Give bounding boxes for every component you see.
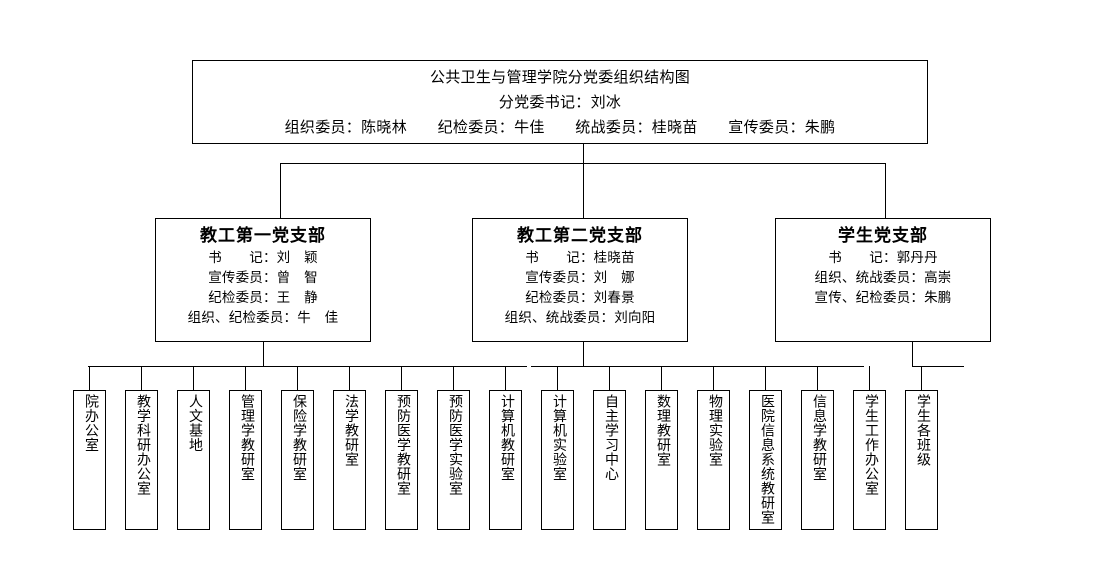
leaf-node-9-label: 计算机实验室 bbox=[551, 394, 567, 481]
branch-1-line-0: 书 记：桂晓苗 bbox=[525, 250, 635, 266]
connector-leaf-13 bbox=[765, 366, 766, 390]
leaf-node-16-label: 学生各班级 bbox=[915, 394, 931, 467]
connector-branch-1-bus bbox=[531, 366, 864, 367]
connector-leaf-7 bbox=[453, 366, 454, 390]
connector-branch-0-stem bbox=[263, 342, 264, 367]
leaf-node-0-label: 院办公室 bbox=[83, 394, 99, 452]
connector-root-to-branch-1 bbox=[583, 163, 584, 218]
branch-2-line-0: 书 记：郭丹丹 bbox=[828, 250, 938, 266]
leaf-node-15-label: 学生工作办公室 bbox=[863, 394, 879, 496]
leaf-node-11[interactable]: 数理教研室 bbox=[645, 390, 678, 530]
connector-leaf-4 bbox=[297, 366, 298, 390]
branch-node-faculty-party-branch-2[interactable]: 教工第二党支部 书 记：桂晓苗 宣传委员：刘 娜 纪检委员：刘春景 组织、统战委… bbox=[472, 218, 688, 342]
leaf-node-13-label: 医院信息系统教研室 bbox=[759, 394, 775, 525]
connector-branch-2-bus bbox=[912, 366, 964, 367]
leaf-node-0[interactable]: 院办公室 bbox=[73, 390, 106, 530]
leaf-node-14-label: 信息学教研室 bbox=[811, 394, 827, 481]
leaf-node-8-label: 计算机教研室 bbox=[499, 394, 515, 481]
leaf-node-13[interactable]: 医院信息系统教研室 bbox=[749, 390, 782, 530]
connector-leaf-3 bbox=[245, 366, 246, 390]
leaf-node-5[interactable]: 法学教研室 bbox=[333, 390, 366, 530]
leaf-node-1-label: 教学科研办公室 bbox=[135, 394, 151, 496]
branch-node-faculty-party-branch-1[interactable]: 教工第一党支部 书 记：刘 颖 宣传委员：曾 智 纪检委员：王 静 组织、纪检委… bbox=[155, 218, 371, 342]
root-title: 公共卫生与管理学院分党委组织结构图 bbox=[429, 68, 691, 86]
root-secretary: 分党委书记：刘冰 bbox=[498, 93, 622, 111]
connector-leaf-12 bbox=[713, 366, 714, 390]
leaf-node-5-label: 法学教研室 bbox=[343, 394, 359, 467]
leaf-node-14[interactable]: 信息学教研室 bbox=[801, 390, 834, 530]
leaf-node-11-label: 数理教研室 bbox=[655, 394, 671, 467]
leaf-node-8[interactable]: 计算机教研室 bbox=[489, 390, 522, 530]
leaf-node-2[interactable]: 人文基地 bbox=[177, 390, 210, 530]
root-members: 组织委员：陈晓林 纪检委员：牛佳 统战委员：桂晓苗 宣传委员：朱鹏 bbox=[284, 118, 836, 136]
branch-1-line-2: 纪检委员：刘春景 bbox=[525, 290, 635, 306]
leaf-node-12[interactable]: 物理实验室 bbox=[697, 390, 730, 530]
connector-root-stem bbox=[583, 144, 584, 164]
connector-branch-2-stem bbox=[912, 342, 913, 367]
branch-1-title: 教工第二党支部 bbox=[517, 226, 643, 246]
branch-1-line-3: 组织、统战委员：刘向阳 bbox=[504, 310, 656, 326]
leaf-node-9[interactable]: 计算机实验室 bbox=[541, 390, 574, 530]
branch-0-line-3: 组织、纪检委员：牛 佳 bbox=[187, 310, 339, 326]
connector-leaf-8 bbox=[505, 366, 506, 390]
branch-2-title: 学生党支部 bbox=[838, 226, 928, 246]
leaf-node-10-label: 自主学习中心 bbox=[603, 394, 619, 481]
leaf-node-16[interactable]: 学生各班级 bbox=[905, 390, 938, 530]
leaf-node-6-label: 预防医学教研室 bbox=[395, 394, 411, 496]
leaf-node-10[interactable]: 自主学习中心 bbox=[593, 390, 626, 530]
branch-2-line-2: 宣传、纪检委员：朱鹏 bbox=[814, 290, 952, 306]
connector-branch-1-stem bbox=[583, 342, 584, 367]
connector-leaf-14 bbox=[817, 366, 818, 390]
connector-root-to-branch-2 bbox=[885, 163, 886, 218]
leaf-node-7[interactable]: 预防医学实验室 bbox=[437, 390, 470, 530]
connector-leaf-10 bbox=[609, 366, 610, 390]
leaf-node-12-label: 物理实验室 bbox=[707, 394, 723, 467]
leaf-node-7-label: 预防医学实验室 bbox=[447, 394, 463, 496]
connector-leaf-16 bbox=[921, 366, 922, 390]
branch-2-line-1: 组织、统战委员：高崇 bbox=[814, 270, 952, 286]
branch-1-line-1: 宣传委员：刘 娜 bbox=[525, 270, 635, 286]
leaf-node-2-label: 人文基地 bbox=[187, 394, 203, 452]
leaf-node-3-label: 管理学教研室 bbox=[239, 394, 255, 481]
connector-root-to-branch-0 bbox=[280, 163, 281, 218]
branch-0-line-2: 纪检委员：王 静 bbox=[208, 290, 318, 306]
connector-leaf-0 bbox=[89, 366, 90, 390]
branch-node-student-party-branch[interactable]: 学生党支部 书 记：郭丹丹 组织、统战委员：高崇 宣传、纪检委员：朱鹏 bbox=[775, 218, 991, 342]
connector-leaf-5 bbox=[349, 366, 350, 390]
branch-0-title: 教工第一党支部 bbox=[200, 226, 326, 246]
connector-branch-0-bus bbox=[88, 366, 527, 367]
connector-leaf-11 bbox=[661, 366, 662, 390]
leaf-node-4-label: 保险学教研室 bbox=[291, 394, 307, 481]
branch-0-line-0: 书 记：刘 颖 bbox=[208, 250, 318, 266]
root-node-college-party-committee[interactable]: 公共卫生与管理学院分党委组织结构图 分党委书记：刘冰 组织委员：陈晓林 纪检委员… bbox=[192, 60, 928, 144]
leaf-node-1[interactable]: 教学科研办公室 bbox=[125, 390, 158, 530]
connector-leaf-2 bbox=[193, 366, 194, 390]
branch-0-line-1: 宣传委员：曾 智 bbox=[208, 270, 318, 286]
leaf-node-3[interactable]: 管理学教研室 bbox=[229, 390, 262, 530]
connector-leaf-9 bbox=[557, 366, 558, 390]
connector-leaf-1 bbox=[141, 366, 142, 390]
connector-leaf-6 bbox=[401, 366, 402, 390]
leaf-node-4[interactable]: 保险学教研室 bbox=[281, 390, 314, 530]
leaf-node-15[interactable]: 学生工作办公室 bbox=[853, 390, 886, 530]
leaf-node-6[interactable]: 预防医学教研室 bbox=[385, 390, 418, 530]
connector-leaf-15 bbox=[869, 366, 870, 390]
